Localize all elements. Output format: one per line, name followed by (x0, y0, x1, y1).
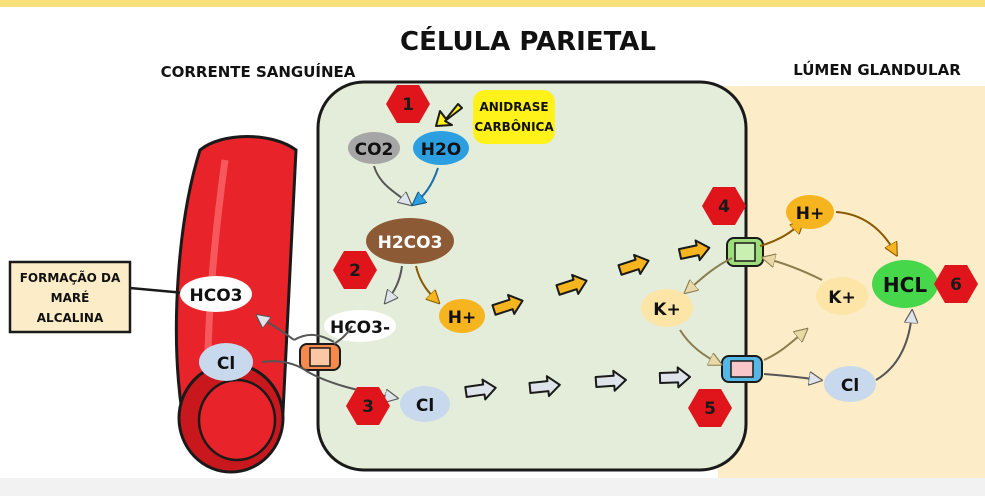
chloride-arrow-icon (594, 369, 627, 392)
hcl-node: HCL (872, 260, 938, 308)
step-badge-5: 5 (688, 389, 732, 427)
h-cell-label: H+ (448, 308, 476, 328)
h2o-to-h2co3-arrow (414, 167, 439, 204)
svg-text:6: 6 (950, 275, 962, 295)
proton-flow-arrows (491, 239, 711, 316)
k-lumen-label: K+ (828, 288, 855, 308)
hco3-blood-node: HCO3 (180, 276, 252, 312)
chloride-arrow-icon (658, 366, 691, 389)
enzyme-line1: ANIDRASE (479, 100, 548, 114)
cl-cell-node: Cl (400, 386, 450, 422)
h2co3-node: H2CO3 (366, 218, 454, 264)
h-lumen-label: H+ (796, 204, 824, 224)
h-to-hcl-arrow (835, 211, 896, 254)
cl-lumen-node: Cl (824, 366, 876, 402)
parietal-cell (316, 80, 748, 472)
hco3-cell-node: HCO3- (324, 310, 396, 342)
step-badge-1: 1 (386, 85, 430, 123)
bottom-strip (0, 478, 985, 496)
svg-text:4: 4 (718, 197, 730, 217)
hcl-label: HCL (883, 273, 927, 297)
alkaline-tide-callout: FORMAÇÃO DA MARÉ ALCALINA (8, 260, 186, 334)
svg-text:3: 3 (362, 397, 374, 417)
cl-cell-label: Cl (416, 396, 434, 416)
cl-lumen-label: Cl (841, 376, 859, 396)
chloride-arrow-icon (528, 375, 561, 398)
cl-blood-node: Cl (199, 343, 253, 381)
proton-arrow-icon (555, 273, 588, 296)
basolateral-exchanger (258, 316, 396, 398)
proton-arrow-icon (617, 253, 650, 276)
carbonic-anhydrase-tag: ANIDRASE CARBÔNICA (435, 90, 555, 144)
proton-arrow-icon (677, 239, 711, 262)
chloride-flow-arrows (464, 366, 691, 401)
callout-line2: MARÉ (51, 290, 90, 305)
enzyme-line2: CARBÔNICA (474, 119, 554, 134)
step-badge-6: 6 (934, 265, 978, 303)
proton-arrow-icon (491, 293, 524, 316)
cl-blood-label: Cl (217, 354, 235, 374)
top-band (0, 0, 985, 7)
enzyme-arrow-icon (435, 103, 463, 127)
h2co3-to-hco3-arrow (386, 265, 403, 302)
co2-label: CO2 (355, 140, 394, 160)
step-badge-3: 3 (346, 387, 390, 425)
proton-pump (686, 222, 823, 292)
chloride-arrow-icon (464, 378, 497, 401)
callout-line1: FORMAÇÃO DA (20, 270, 121, 285)
step-badge-4: 4 (702, 187, 746, 225)
svg-text:2: 2 (349, 261, 361, 281)
cl-to-hcl-arrow (875, 312, 912, 381)
h-lumen-node: H+ (786, 195, 834, 229)
step-badge-2: 2 (333, 251, 377, 289)
h2o-node: H2O (413, 131, 469, 165)
blood-vessel (174, 135, 298, 474)
k-lumen-node: K+ (816, 277, 868, 315)
h2co3-label: H2CO3 (378, 233, 443, 253)
page-title: CÉLULA PARIETAL (400, 25, 656, 57)
svg-text:1: 1 (402, 95, 414, 115)
blood-region-label: CORRENTE SANGUÍNEA (161, 62, 356, 81)
co2-to-h2co3-arrow (373, 165, 410, 204)
svg-text:5: 5 (704, 399, 716, 419)
h2co3-to-h-arrow (415, 265, 438, 302)
k-cell-label: K+ (653, 300, 680, 320)
h2o-label: H2O (421, 140, 462, 160)
apical-channel (679, 330, 820, 382)
lumen-region-label: LÚMEN GLANDULAR (793, 60, 961, 79)
hco3-cell-label: HCO3- (330, 318, 390, 338)
step-badges: 1 2 3 4 5 6 (333, 85, 978, 427)
hco3-blood-label: HCO3 (190, 286, 243, 306)
h-cell-node: H+ (439, 299, 485, 333)
k-cell-node: K+ (641, 289, 693, 327)
callout-line3: ALCALINA (37, 311, 104, 325)
co2-node: CO2 (348, 132, 400, 164)
